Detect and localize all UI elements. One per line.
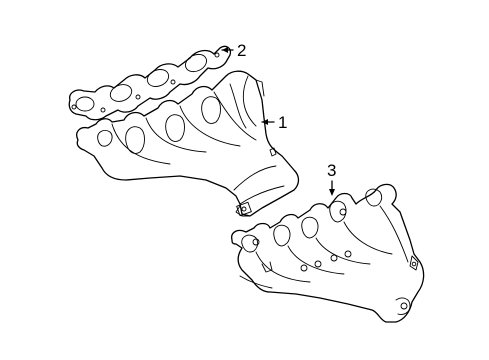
exhaust-manifold-left	[231, 183, 425, 323]
callout-3-label: 3	[327, 161, 336, 180]
exhaust-manifold-right	[76, 70, 300, 217]
callout-2: 2	[221, 41, 246, 60]
callout-3: 3	[327, 161, 336, 196]
callout-2-label: 2	[237, 41, 246, 60]
callout-1: 1	[261, 113, 287, 132]
callout-1-label: 1	[278, 113, 287, 132]
exhaust-manifold-gasket	[68, 45, 232, 121]
